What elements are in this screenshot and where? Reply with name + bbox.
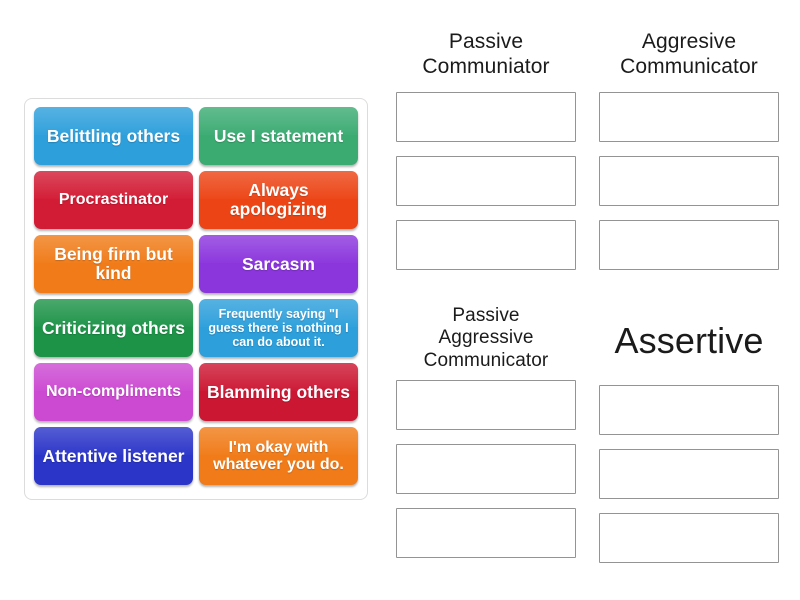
tile-label: Use I statement	[213, 125, 344, 146]
drop-zone[interactable]	[396, 155, 576, 206]
draggable-tile[interactable]: Frequently saying "I guess there is noth…	[199, 299, 358, 357]
tile-label: Always apologizing	[229, 180, 328, 219]
draggable-tile[interactable]: Attentive listener	[34, 427, 193, 485]
drop-zone[interactable]	[396, 91, 576, 142]
tile-label: Criticizing others	[42, 317, 185, 338]
tile-label: Being firm but kind	[54, 244, 173, 283]
tile-label: Procrastinator	[58, 191, 169, 209]
drop-zone[interactable]	[599, 449, 779, 499]
tile-label: Frequently saying "I guess there is noth…	[208, 306, 349, 350]
drop-zone[interactable]	[396, 219, 576, 270]
draggable-tile[interactable]: Belittling others	[34, 107, 193, 165]
draggable-tile[interactable]: Being firm but kind	[34, 235, 193, 293]
category-assertive: Assertive	[599, 305, 779, 563]
draggable-tile[interactable]: Non-compliments	[34, 363, 193, 421]
tile-label: Attentive listener	[42, 445, 185, 466]
draggable-tile[interactable]: I'm okay with whatever you do.	[199, 427, 358, 485]
tile-label: Belittling others	[46, 125, 181, 146]
tile-label: I'm okay with whatever you do.	[213, 438, 344, 473]
category-title-assertive: Assertive	[614, 320, 764, 361]
draggable-tile[interactable]: Sarcasm	[199, 235, 358, 293]
dropzone-list-passive	[396, 91, 576, 270]
dropzone-list-assertive	[599, 385, 779, 563]
tile-label: Non-compliments	[45, 383, 182, 401]
drop-zone[interactable]	[396, 508, 576, 559]
draggable-tile[interactable]: Use I statement	[199, 107, 358, 165]
draggable-tile[interactable]: Procrastinator	[34, 171, 193, 229]
drop-zone[interactable]	[599, 513, 779, 563]
drop-zone[interactable]	[599, 219, 779, 270]
tile-label: Blamming others	[207, 381, 350, 402]
dropzone-list-passive-aggressive	[396, 380, 576, 559]
drop-zone[interactable]	[599, 385, 779, 435]
drop-zone[interactable]	[396, 380, 576, 431]
draggable-tile[interactable]: Always apologizing	[199, 171, 358, 229]
draggable-tile[interactable]: Criticizing others	[34, 299, 193, 357]
tile-label: Sarcasm	[242, 253, 315, 274]
drop-zone[interactable]	[396, 444, 576, 495]
drop-zone[interactable]	[599, 155, 779, 206]
drop-zone[interactable]	[599, 91, 779, 142]
dropzone-list-aggressive	[599, 91, 779, 270]
draggable-tile[interactable]: Blamming others	[199, 363, 358, 421]
